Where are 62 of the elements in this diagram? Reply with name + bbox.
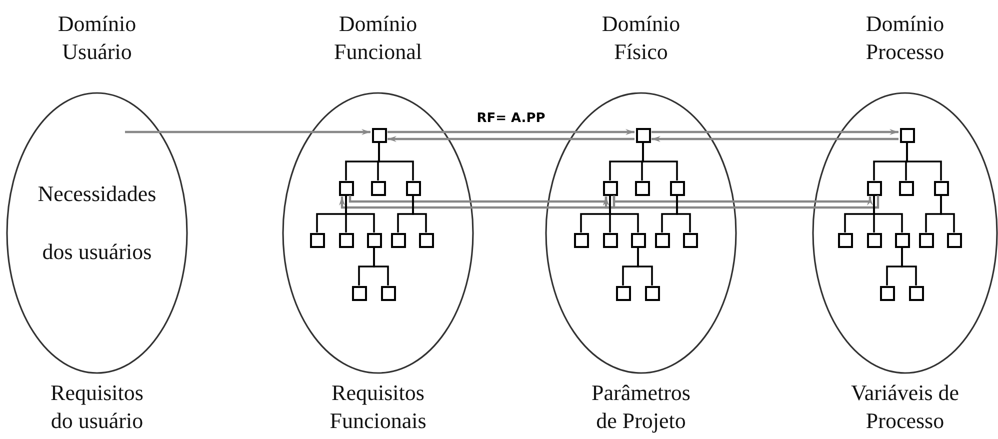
tree-line [676, 196, 691, 232]
tree-box [372, 128, 386, 142]
tree-line [373, 248, 389, 286]
tree-box [682, 232, 698, 248]
arrow [603, 196, 880, 209]
tree-box [898, 180, 914, 196]
tree-box [866, 180, 882, 196]
tree-box [900, 128, 914, 142]
tree-line [609, 196, 639, 232]
tree-line [412, 196, 427, 232]
tree-box [880, 286, 894, 300]
tree-box [574, 232, 588, 248]
domain-caption: Variáveis de Processo [850, 379, 960, 435]
tree-line [637, 248, 653, 286]
arrow [388, 129, 634, 135]
tree-box [370, 180, 386, 196]
tree-box [866, 232, 882, 248]
tree-box [644, 286, 660, 300]
arrow [612, 196, 873, 206]
tree-box [338, 180, 354, 196]
tree-line [940, 196, 955, 232]
tree-box [310, 232, 324, 248]
tree-box [918, 232, 934, 248]
tree-box [934, 180, 948, 196]
tree-line [642, 142, 678, 180]
domain-text: Necessidades dos usuários [36, 180, 158, 266]
domain-heading: Domínio Usuário [58, 10, 136, 66]
tree-box [946, 232, 962, 248]
tree-box [670, 180, 684, 196]
domain-caption: Parâmetros de Projeto [590, 379, 692, 435]
domain-caption: Requisitos do usuário [50, 379, 144, 435]
tree-box [602, 232, 618, 248]
tree-box [630, 232, 646, 248]
tree-line [906, 142, 942, 180]
tree-box [634, 180, 650, 196]
tree-box [352, 286, 366, 300]
arrow [125, 129, 370, 135]
tree-line [345, 196, 375, 232]
tree-box [636, 128, 650, 142]
tree-box [838, 232, 852, 248]
tree-box [418, 232, 434, 248]
tree-box [390, 232, 406, 248]
tree-box [380, 286, 396, 300]
domain-heading: Domínio Processo [866, 10, 944, 66]
tree-line [378, 142, 414, 180]
domain-heading: Domínio Funcional [334, 10, 422, 66]
tree-box [616, 286, 630, 300]
arrow [388, 136, 634, 142]
tree-box [894, 232, 910, 248]
arrow [339, 196, 616, 209]
arrow [652, 136, 898, 142]
arrow [652, 129, 898, 135]
tree-box [338, 232, 354, 248]
domain-caption: Requisitos Funcionais [328, 379, 428, 435]
tree-box [908, 286, 924, 300]
tree-line [873, 196, 903, 232]
domain-heading: Domínio Físico [602, 10, 680, 66]
tree-line [901, 248, 917, 286]
tree-box [366, 232, 382, 248]
tree-box [602, 180, 618, 196]
tree-box [406, 180, 420, 196]
tree-box [654, 232, 670, 248]
